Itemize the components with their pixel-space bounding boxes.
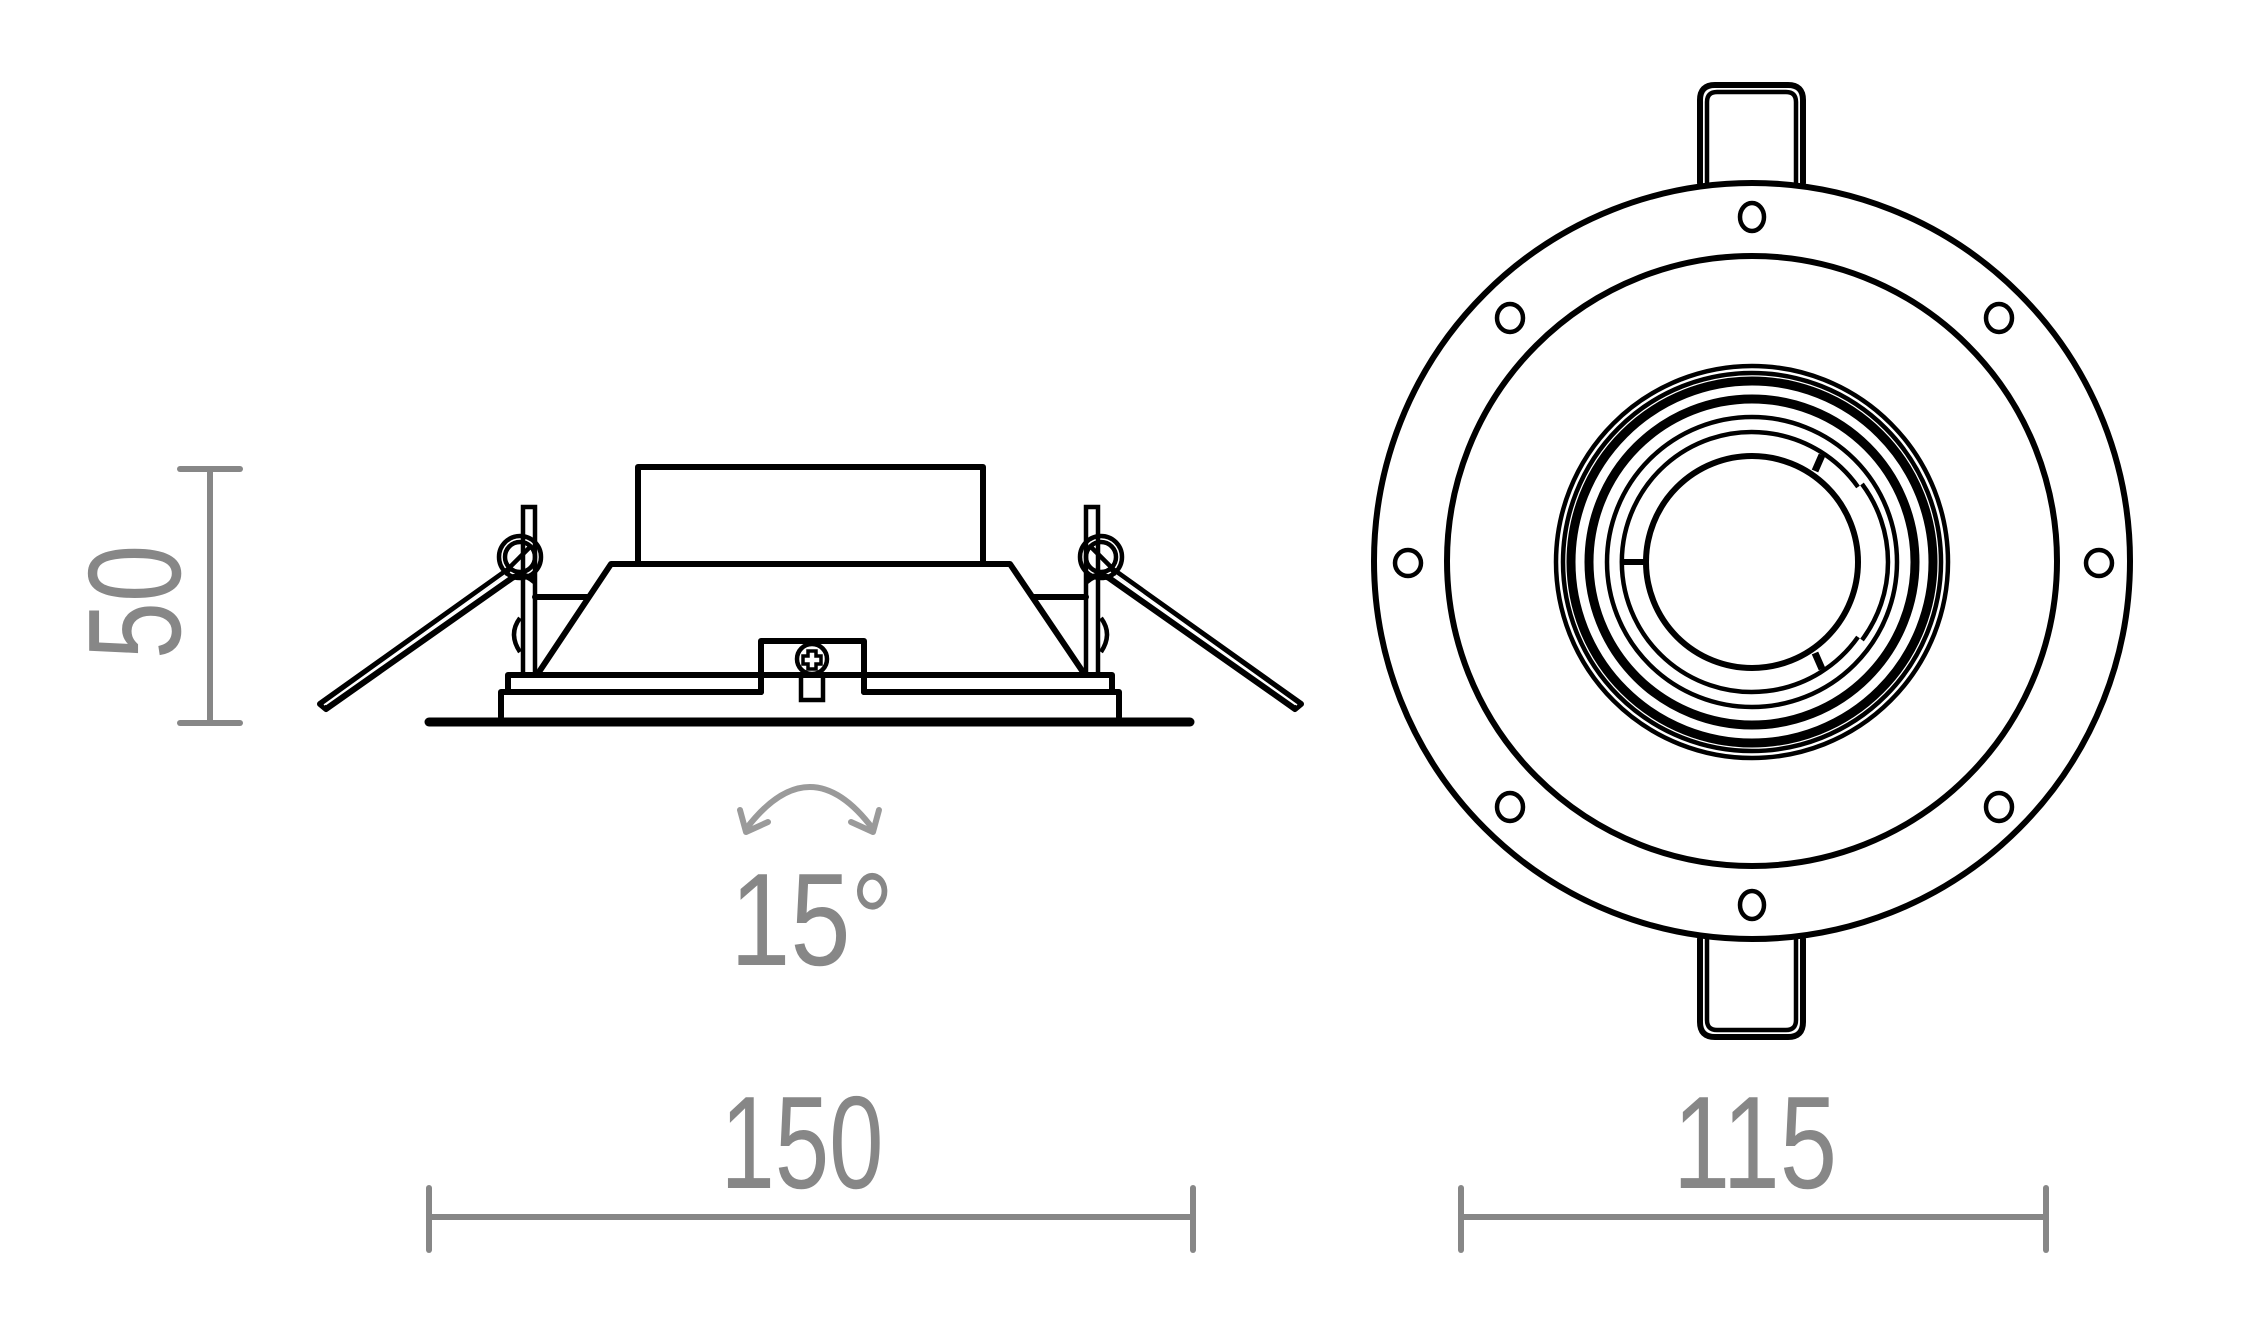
hole-icon	[1494, 301, 1526, 335]
side-view	[317, 464, 1304, 727]
right-spring-clip	[1031, 504, 1304, 712]
hole-icon	[1737, 200, 1767, 234]
hole-icon	[2083, 547, 2115, 579]
width-dimension: 150	[426, 1069, 1196, 1253]
height-dimension: 50	[62, 466, 243, 726]
screw-notch	[758, 638, 867, 695]
width-dimension-label: 150	[721, 1069, 884, 1217]
inner-flange	[1444, 253, 2060, 869]
double-headed-arc-arrow-icon	[737, 784, 882, 835]
lens-assembly	[1553, 363, 1951, 761]
hole-icon	[1983, 301, 2015, 335]
mounting-holes	[1392, 200, 2115, 922]
housing-body	[534, 561, 1088, 678]
lens	[1643, 453, 1861, 671]
cutout-dimension: 115	[1458, 1070, 2049, 1253]
left-spring-clip	[317, 504, 591, 712]
height-dimension-label: 50	[62, 545, 209, 660]
tilt-angle-label: 15°	[730, 846, 894, 994]
driver-box	[635, 464, 986, 567]
screw-icon	[794, 641, 830, 703]
hole-icon	[1392, 547, 1424, 579]
outer-flange	[1371, 180, 2133, 942]
hole-icon	[1983, 790, 2015, 824]
tilt-angle: 15°	[730, 784, 894, 994]
lower-plate	[498, 689, 1122, 720]
hole-icon	[1494, 790, 1526, 824]
cutout-dimension-label: 115	[1673, 1070, 1837, 1217]
hole-icon	[1737, 888, 1767, 922]
top-tab	[1697, 82, 1806, 186]
bottom-tab	[1697, 936, 1806, 1040]
front-view	[1371, 82, 2133, 1040]
